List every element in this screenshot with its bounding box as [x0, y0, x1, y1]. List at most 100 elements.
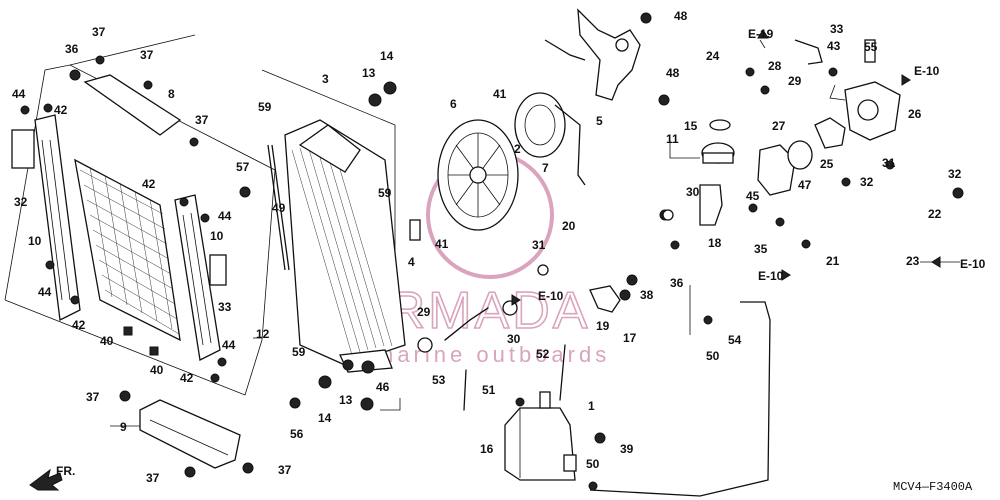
part-label-52: 52 [536, 347, 550, 361]
clamp-50b [588, 481, 598, 491]
part-label-27: 27 [772, 119, 786, 133]
part-label-42: 42 [180, 371, 194, 385]
diagram-code: MCV4—F3400A [893, 480, 973, 494]
part-label-36: 36 [670, 276, 684, 290]
part-label-44: 44 [218, 209, 232, 223]
part-label-10: 10 [210, 229, 224, 243]
part-label-37: 37 [140, 48, 154, 62]
part-label-21: 21 [826, 254, 840, 268]
part-label-32: 32 [860, 175, 874, 189]
part-label-12: 12 [256, 327, 270, 341]
part-label-42: 42 [54, 103, 68, 117]
part-label-48: 48 [674, 9, 688, 23]
reserve-tank [504, 391, 577, 481]
bottom-cover [119, 390, 254, 478]
side-cover-left [11, 129, 35, 169]
cooling-fan [437, 119, 519, 231]
tube-53 [463, 369, 467, 411]
part-label-55: 55 [864, 40, 878, 54]
part-label-22: 22 [928, 207, 942, 221]
part-label-29: 29 [417, 305, 431, 319]
hose-20-inner [565, 225, 655, 267]
part-label-39: 39 [620, 442, 634, 456]
part-label-13: 13 [339, 393, 353, 407]
grommet-44a [45, 260, 55, 270]
part-label-18: 18 [708, 236, 722, 250]
grommet-44d [217, 357, 227, 367]
filler-neck [659, 184, 723, 250]
part-label-47: 47 [798, 178, 812, 192]
part-label-50: 50 [706, 349, 720, 363]
grommet-44c [200, 213, 210, 223]
part-label-5: 5 [596, 114, 603, 128]
reference-label-0: E-19 [748, 27, 774, 41]
hose-21-inner [444, 307, 489, 341]
reference-label-2: E-10 [960, 257, 986, 271]
part-label-16: 16 [480, 442, 494, 456]
part-label-3: 3 [322, 72, 329, 86]
part-label-15: 15 [684, 119, 698, 133]
part-label-29: 29 [788, 74, 802, 88]
clamp-31a [662, 209, 674, 221]
part-label-31: 31 [532, 238, 546, 252]
part-label-53: 53 [432, 373, 446, 387]
part-label-36: 36 [65, 42, 79, 56]
clamp-31b [537, 264, 549, 276]
part-label-42: 42 [142, 177, 156, 191]
part-label-41: 41 [493, 87, 507, 101]
part-label-45: 45 [746, 189, 760, 203]
top-cover [69, 55, 199, 147]
part-label-4: 4 [408, 255, 415, 269]
hose-25-inner [706, 36, 764, 132]
part-label-50: 50 [586, 457, 600, 471]
part-label-28: 28 [768, 59, 782, 73]
part-label-14: 14 [318, 411, 332, 425]
part-label-37: 37 [146, 471, 160, 485]
side-cover-right [209, 254, 227, 286]
part-label-32: 32 [14, 195, 28, 209]
part-label-9: 9 [120, 420, 127, 434]
part-label-49: 49 [272, 201, 286, 215]
overflow-tube-54 [589, 301, 771, 497]
part-label-37: 37 [92, 25, 106, 39]
part-label-38: 38 [640, 288, 654, 302]
reference-label-1: E-10 [914, 64, 940, 78]
fan-motor [514, 92, 586, 186]
radiator-core [239, 69, 421, 411]
front-arrow: FR. [29, 464, 75, 491]
part-label-23: 23 [906, 254, 920, 268]
part-label-59: 59 [258, 100, 272, 114]
part-label-44: 44 [38, 285, 52, 299]
part-label-37: 37 [86, 390, 100, 404]
part-label-44: 44 [222, 338, 236, 352]
hose-23-inner [891, 176, 944, 195]
part-label-59: 59 [292, 345, 306, 359]
part-label-10: 10 [28, 234, 42, 248]
joint-19 [589, 274, 638, 313]
clip-40a [123, 326, 133, 336]
part-label-56: 56 [290, 427, 304, 441]
part-label-2: 2 [514, 142, 521, 156]
part-label-37: 37 [195, 113, 209, 127]
reference-label-3: E-10 [758, 269, 784, 283]
part-label-33: 33 [830, 22, 844, 36]
part-label-42: 42 [72, 318, 86, 332]
grommet-44b [20, 105, 30, 115]
part-label-35: 35 [754, 242, 768, 256]
part-label-48: 48 [666, 66, 680, 80]
part-label-40: 40 [150, 363, 164, 377]
part-label-54: 54 [728, 333, 742, 347]
part-label-44: 44 [12, 87, 26, 101]
clip-40b [149, 346, 159, 356]
reference-label-4: E-10 [538, 289, 564, 303]
part-label-13: 13 [362, 66, 376, 80]
part-label-24: 24 [706, 49, 720, 63]
part-label-14: 14 [380, 49, 394, 63]
clamp-30a [417, 337, 433, 353]
part-label-7: 7 [542, 161, 549, 175]
fan-shroud-bracket [544, 8, 670, 106]
part-label-20: 20 [562, 219, 576, 233]
part-label-17: 17 [623, 331, 637, 345]
part-label-41: 41 [435, 237, 449, 251]
